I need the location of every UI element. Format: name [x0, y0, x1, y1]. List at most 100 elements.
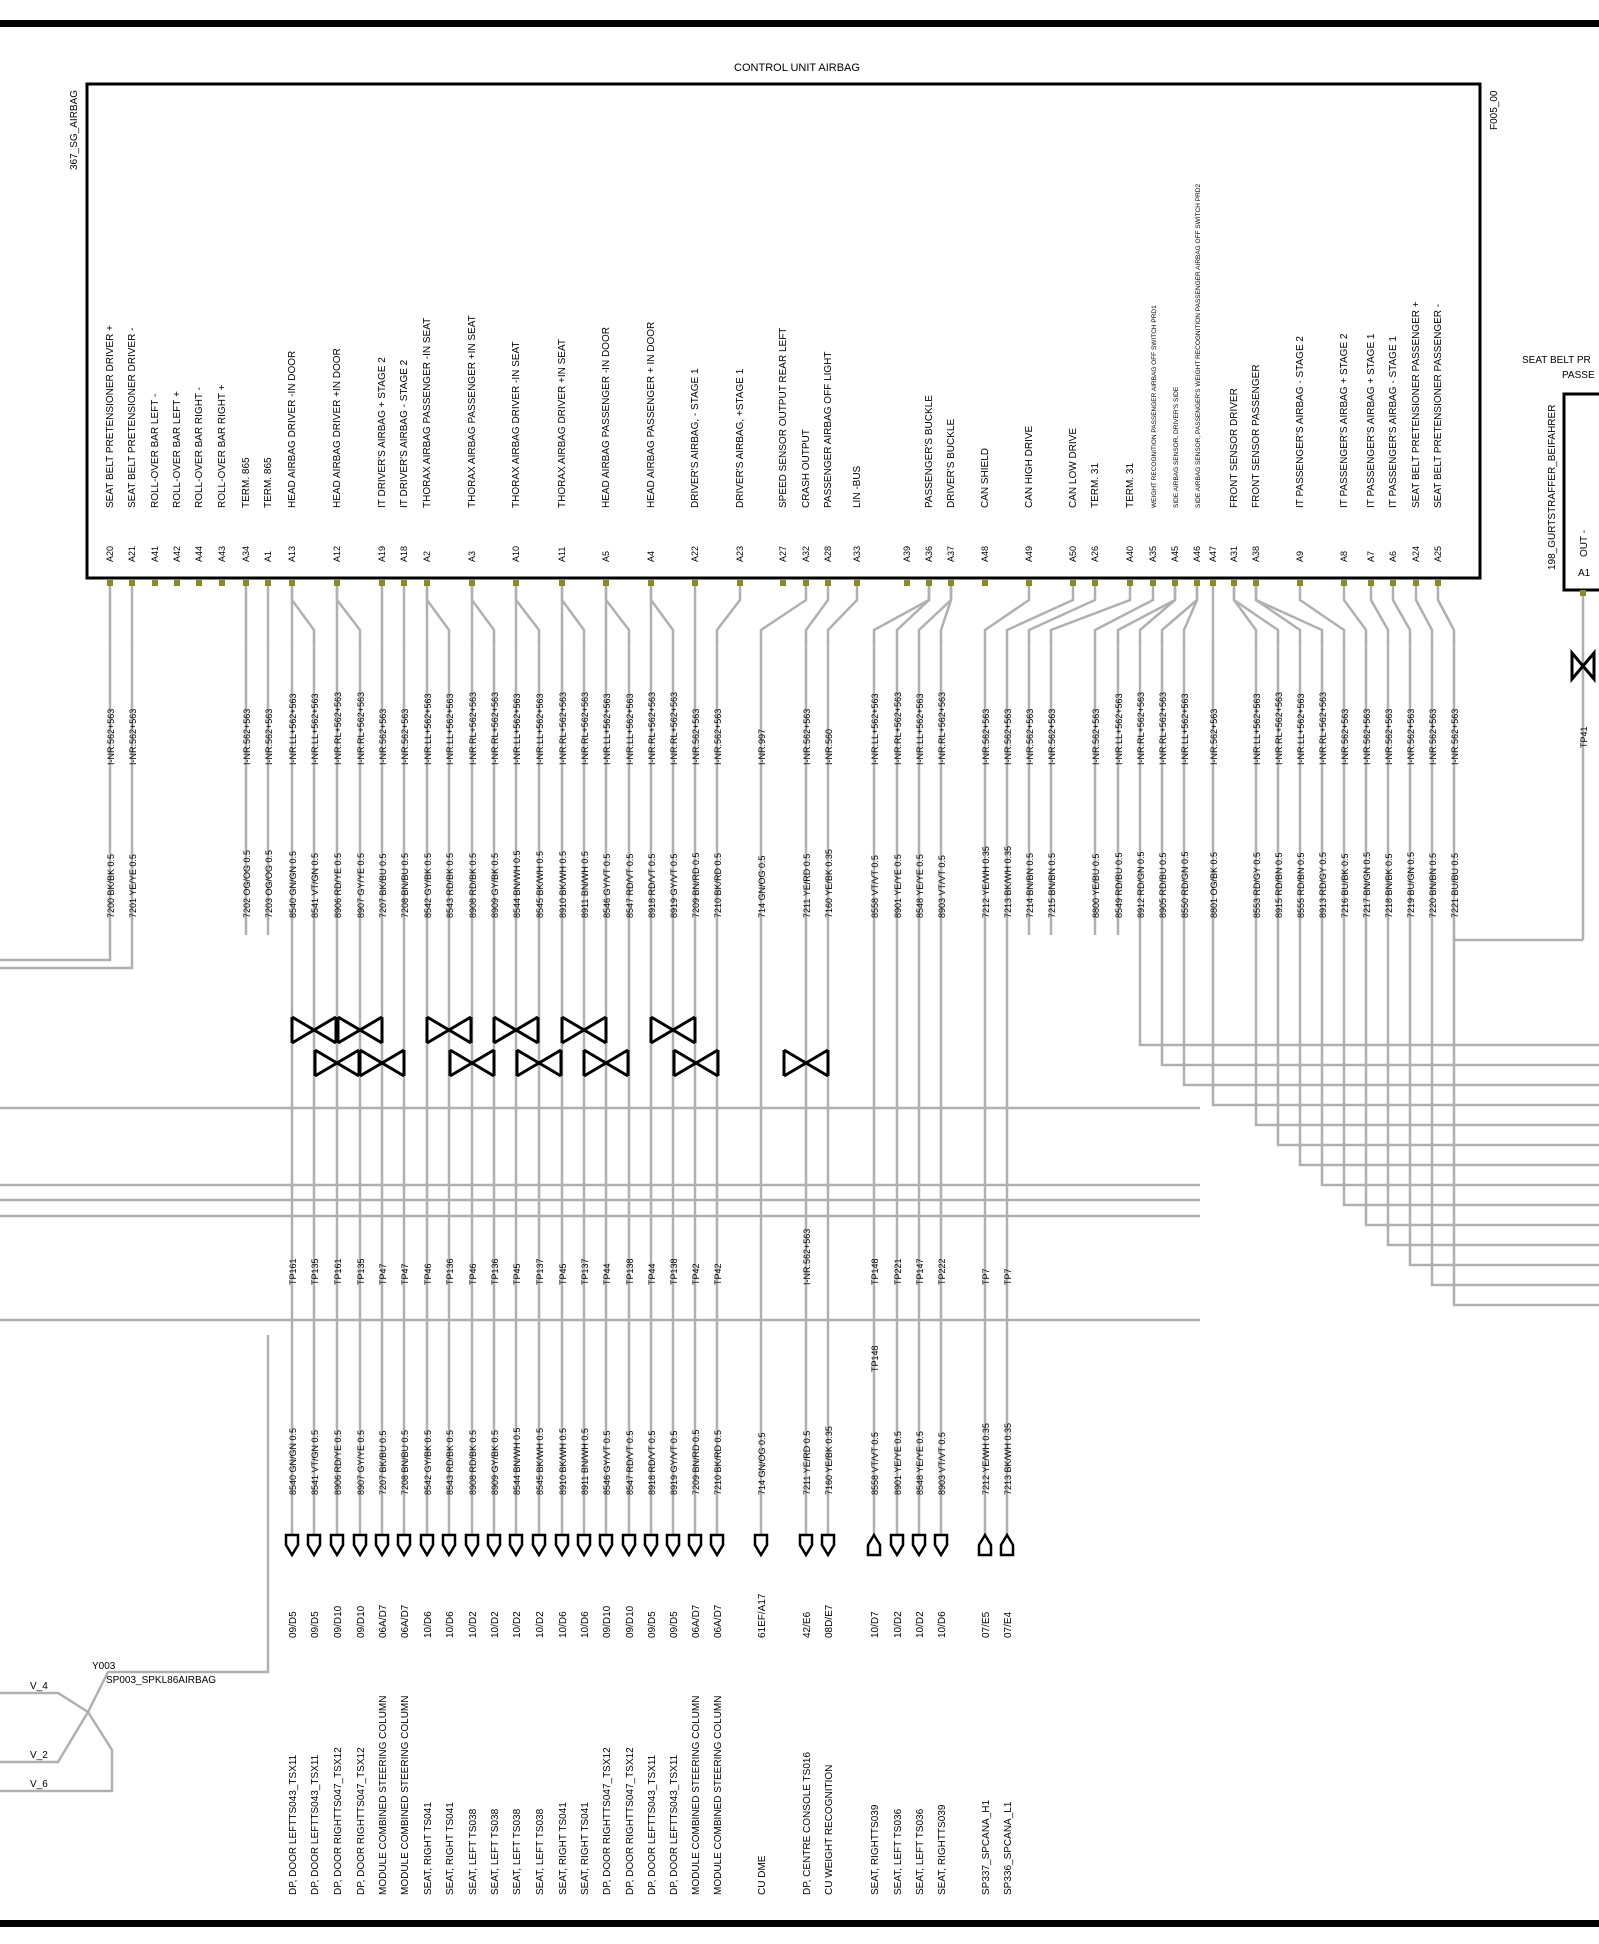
belt-title-1: SEAT BELT PR: [1522, 355, 1591, 366]
grid-reference: 06A/D7: [691, 1604, 702, 1638]
grid-reference: 09/D5: [288, 1611, 299, 1638]
connector-arrow-icon: [866, 1532, 882, 1557]
pin-number-a45: A45: [1170, 546, 1180, 562]
wire-id-label: 8549 RD/BU 0.5: [1114, 852, 1124, 918]
connector-arrow-icon: [576, 1533, 592, 1558]
test-point-label: TP136: [490, 1258, 500, 1285]
pin-marker: [1092, 580, 1098, 586]
wire-id-label: 8543 RD/BK 0.5: [445, 853, 455, 918]
destination-label: MODULE COMBINED STEERING COLUMN: [713, 1696, 724, 1895]
bus-wire: [0, 935, 112, 962]
lower-wire-id: 7213 BK/WH 0.35: [1003, 1423, 1013, 1495]
pin-number-a39: A39: [902, 546, 912, 562]
pin-label-a37: DRIVER'S BUCKLE: [946, 419, 957, 508]
grid-reference: 09/D5: [647, 1611, 658, 1638]
destination-label: DP, DOOR LEFTTS043_TSX11: [310, 1754, 321, 1895]
pin-stub: [895, 586, 931, 642]
test-point-label: TP138: [669, 1258, 679, 1285]
wire-option-label: I-NR.LL+562+563: [310, 693, 320, 765]
pin-number-a34: A34: [241, 546, 251, 562]
twisted-pair-icon: [672, 1048, 720, 1078]
pin-number-a25: A25: [1433, 546, 1443, 562]
connector-arrow-icon: [798, 1533, 814, 1558]
wire-id-label: 8919 GY/VT 0.5: [669, 854, 679, 918]
test-point-label: TP42: [691, 1263, 701, 1285]
control-unit-code: F005_00: [1489, 90, 1500, 130]
pin-marker: [926, 580, 932, 586]
pin-marker: [1413, 580, 1419, 586]
pin-number-a50: A50: [1068, 546, 1078, 562]
pin-stub: [1254, 586, 1324, 642]
splice-label-v4: V_4: [30, 1681, 48, 1692]
pin-marker: [780, 580, 786, 586]
test-point-label: TP7: [981, 1268, 991, 1285]
pin-number-a19: A19: [377, 546, 387, 562]
pin-marker: [1194, 580, 1200, 586]
pin-number-a48: A48: [980, 546, 990, 562]
bus-wire-right: [1408, 935, 1599, 1267]
wire-id-label: 8906 RD/YE 0.5: [333, 853, 343, 918]
wire-id-label: 8548 YE/YE 0.5: [915, 854, 925, 918]
lower-wire-id: 8544 BN/WH 0.5: [512, 1427, 522, 1495]
test-point-label: TP47: [400, 1263, 410, 1285]
connector-arrow-icon: [329, 1533, 345, 1558]
pin-label-a38: FRONT SENSOR PASSENGER: [1251, 364, 1262, 508]
grid-reference: 10/D2: [915, 1611, 926, 1638]
test-point-label: TP148: [870, 1258, 880, 1285]
pin-label-a43: ROLL-OVER BAR RIGHT +: [217, 384, 228, 508]
bottom-frame-bar: [0, 1920, 1599, 1927]
pin-marker: [1070, 580, 1076, 586]
pin-marker: [1026, 580, 1032, 586]
wire-id-label: 8908 RD/BK 0.5: [468, 853, 478, 918]
grid-reference: 10/D2: [893, 1611, 904, 1638]
pin-number-a23: A23: [735, 546, 745, 562]
bus-wire: [0, 935, 134, 970]
wire-option-label: I-NR.562+563: [1384, 709, 1394, 765]
lower-wire-id: 7208 BN/BU 0.5: [400, 1430, 410, 1495]
pin-marker: [152, 580, 158, 586]
wire-option-label: I-NR.562+563: [1047, 709, 1057, 765]
wire-option-label: I-NR.LL+562+563: [1296, 693, 1306, 765]
pin-label-a42: ROLL-OVER BAR LEFT +: [172, 391, 183, 508]
wire-option-label: I-NR.997: [757, 729, 767, 765]
test-point-label: TP147: [915, 1258, 925, 1285]
pin-label-a27: SPEED SENSOR OUTPUT REAR LEFT: [778, 328, 789, 508]
connector-arrow-icon: [508, 1533, 524, 1558]
destination-label: SEAT, RIGHT TS041: [558, 1802, 569, 1895]
connector-arrow-icon: [554, 1533, 570, 1558]
wire-option-label: I-NR.562+563: [1003, 709, 1013, 765]
wire-id-label: 8910 BK/WH 0.5: [558, 851, 568, 918]
pin-marker: [737, 580, 743, 586]
pin-label-a1: TERM. 865: [263, 457, 274, 508]
wire-option-label: I-NR.562+563: [1406, 709, 1416, 765]
pin-stub: [1005, 586, 1075, 642]
splice-label-v2: V_2: [30, 1750, 48, 1761]
wire-id-label: 8541 VT/GN 0.5: [310, 853, 320, 918]
test-point-label: TP45: [512, 1263, 522, 1285]
lower-wire-id: 8541 VT/GN 0.5: [310, 1430, 320, 1495]
pin-label-a11: THORAX AIRBAG DRIVER +IN SEAT: [557, 339, 568, 508]
wire-option-label: I-NR.RL+562+563: [1274, 692, 1284, 765]
connector-arrow-icon: [441, 1533, 457, 1558]
lower-wire-id: 8909 GY/BK 0.5: [490, 1430, 500, 1495]
destination-label: SP336_SPCANA_L1: [1003, 1801, 1014, 1895]
pin-label-a18: IT DRIVER'S AIRBAG - STAGE 2: [399, 359, 410, 508]
wire-option-label: I-NR.562+563: [713, 709, 723, 765]
wire-id-label: 8550 RD/GN 0.5: [1180, 851, 1190, 918]
connector-arrow-icon: [284, 1533, 300, 1558]
wire-group: [0, 586, 1599, 1322]
wire-id-label: 7203 OG/OG 0.5: [264, 850, 274, 918]
wire-id-label: 8558 VT/VT 0.5: [870, 855, 880, 918]
wire-id-label: 8911 BN/WH 0.5: [580, 851, 590, 918]
pin-number-a8: A8: [1339, 551, 1349, 562]
belt-tp: TP41: [1579, 726, 1589, 748]
grid-reference: 10/D6: [445, 1611, 456, 1638]
wire-id-label: 8912 RD/GN 0.5: [1136, 851, 1146, 918]
pin-label-a3: THORAX AIRBAG PASSENGER +IN SEAT: [467, 315, 478, 508]
pin-label-a32: CRASH OUTPUT: [801, 429, 812, 508]
test-point-label: TP46: [423, 1263, 433, 1285]
destination-label: SEAT, RIGHTTS039: [937, 1804, 948, 1895]
wire-option-label: I-NR.LL+562+563: [288, 693, 298, 765]
